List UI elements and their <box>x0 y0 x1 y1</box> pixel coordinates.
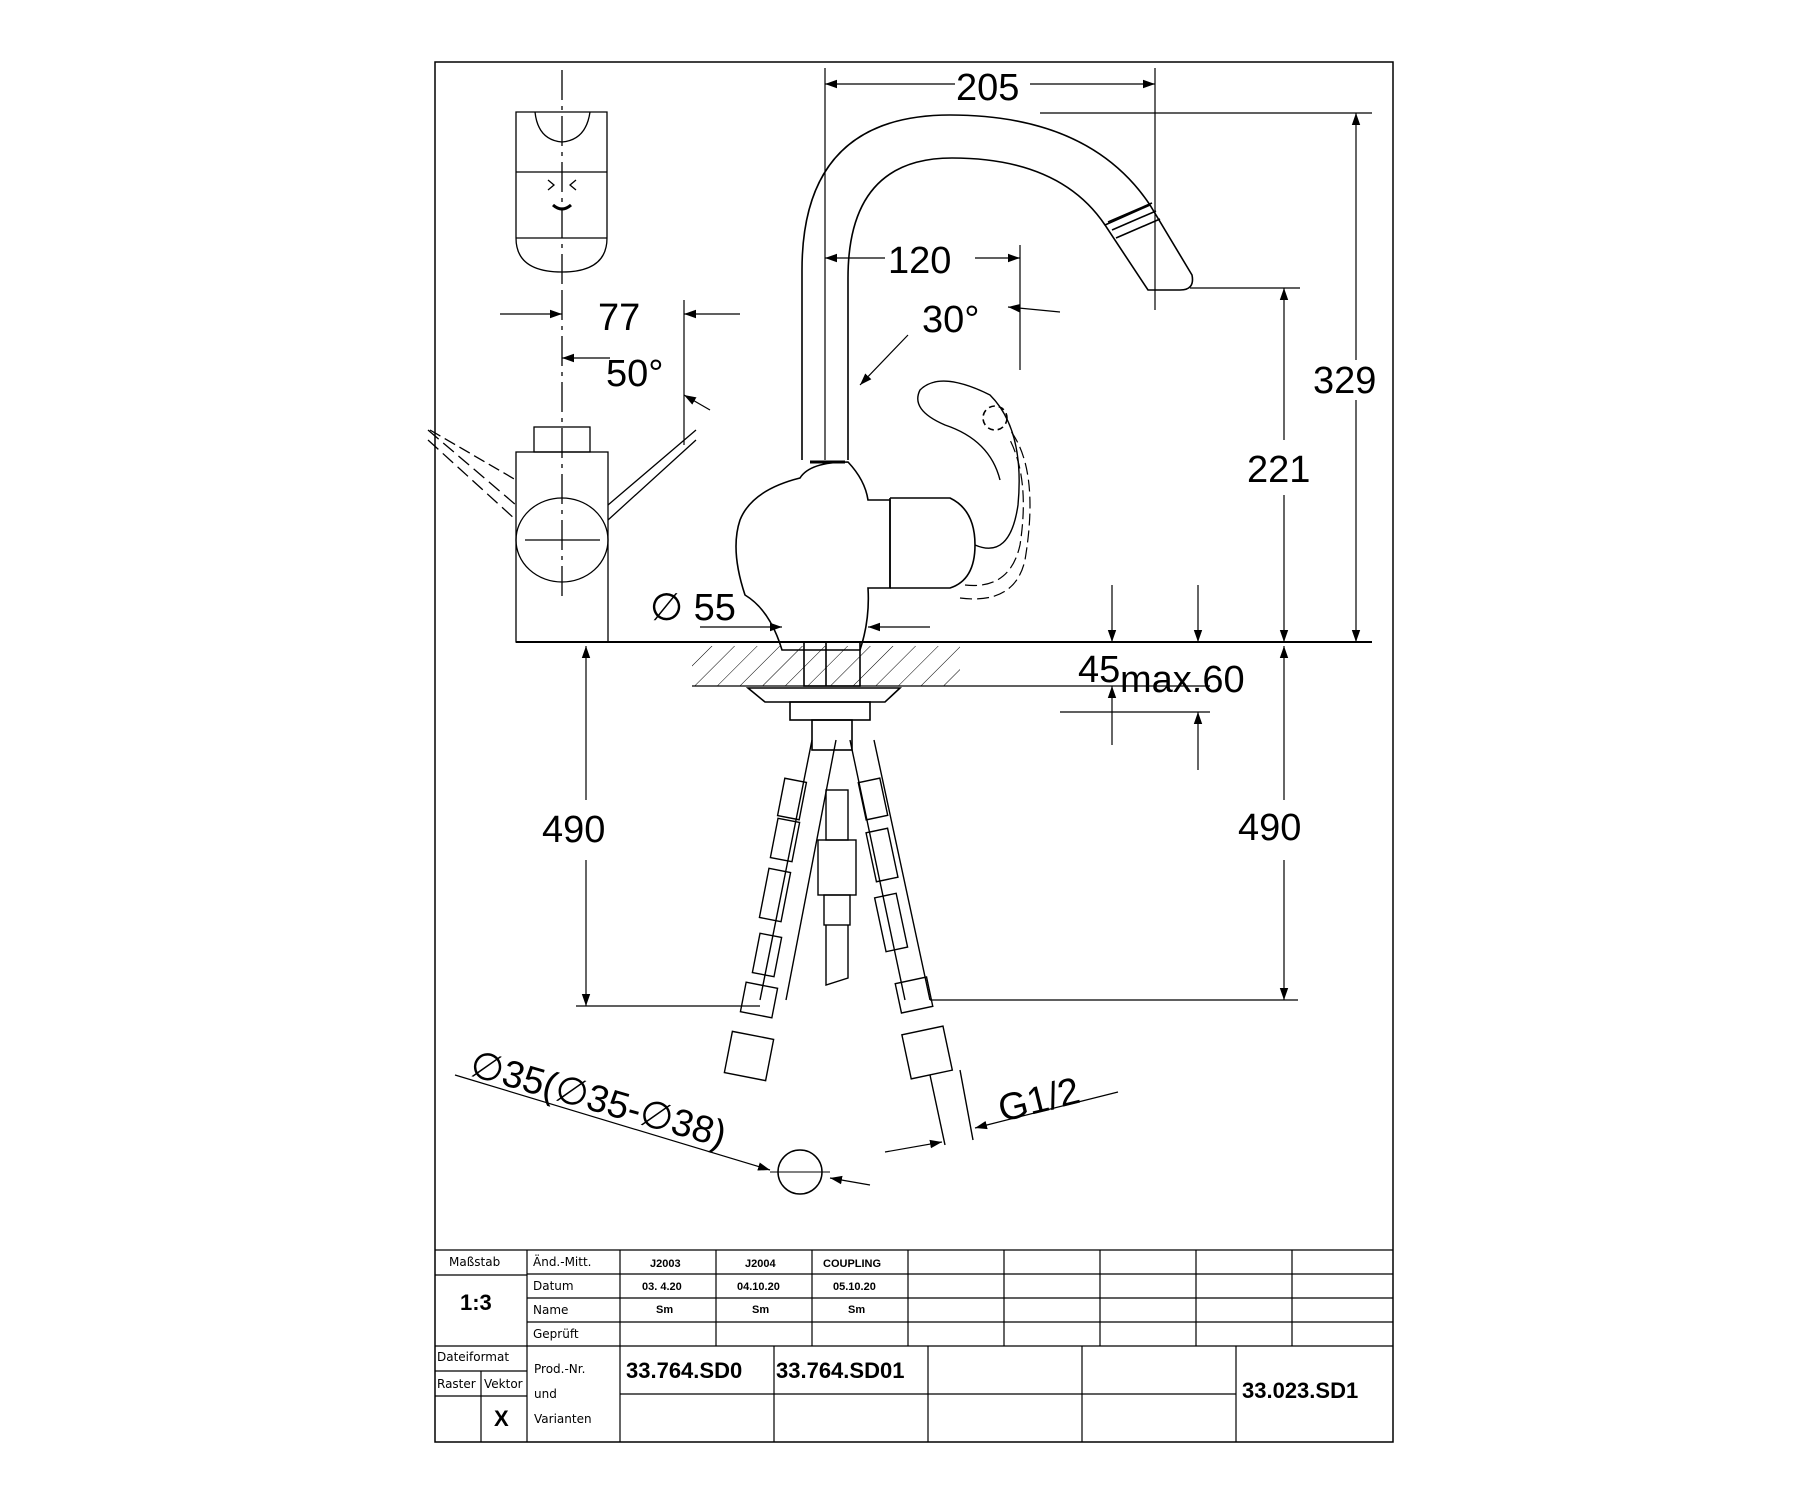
prod-label-1: Prod.-Nr. <box>534 1362 585 1376</box>
dim-handle-angle: 50° <box>606 353 663 395</box>
checked-label: Geprüft <box>533 1327 579 1341</box>
dim-lever-angle: 30° <box>922 299 979 341</box>
vector-label: Vektor <box>484 1377 523 1391</box>
format-mark: X <box>494 1406 509 1431</box>
revision-1-code: J2003 <box>650 1258 681 1270</box>
dim-lever-reach: 120 <box>888 240 951 282</box>
dim-outlet-height: 221 <box>1247 449 1310 491</box>
drawing-frame <box>434 61 1394 1443</box>
countertop-section <box>692 646 960 686</box>
revision-1-name: Sm <box>656 1304 673 1316</box>
revision-1-date: 03. 4.20 <box>642 1281 682 1293</box>
handle-side-view <box>427 70 697 643</box>
dim-hose-length-right: 490 <box>1238 807 1301 849</box>
prod-label-2: und <box>534 1387 557 1401</box>
prod-label-3: Varianten <box>534 1412 592 1426</box>
revision-3-name: Sm <box>848 1304 865 1316</box>
revision-2-code: J2004 <box>745 1258 776 1270</box>
dimension-lines <box>454 68 1372 1186</box>
revision-2-date: 04.10.20 <box>737 1281 780 1293</box>
title-block <box>435 1249 1393 1442</box>
dim-total-height: 329 <box>1313 360 1376 402</box>
date-label: Datum <box>533 1279 574 1293</box>
name-label: Name <box>533 1303 568 1317</box>
revision-2-name: Sm <box>752 1304 769 1316</box>
revision-3-code: COUPLING <box>823 1258 881 1270</box>
variant-1: 33.764.SD0 <box>626 1358 742 1383</box>
dim-base-diameter: ∅ 55 <box>650 587 736 629</box>
dim-counter-thickness: 45 <box>1078 649 1120 691</box>
file-format-label: Dateiformat <box>437 1350 509 1364</box>
raster-label: Raster <box>437 1377 476 1391</box>
dim-hose-length-left: 490 <box>542 809 605 851</box>
supply-hoses <box>723 739 974 1146</box>
dim-counter-max: max.60 <box>1120 659 1245 701</box>
variant-2: 33.764.SD01 <box>776 1358 904 1383</box>
change-label: Änd.-Mitt. <box>533 1254 592 1269</box>
faucet-body <box>516 114 1372 751</box>
product-number: 33.023.SD1 <box>1242 1378 1358 1403</box>
dim-hole-diameter: ∅35(∅35-∅38) <box>466 1043 731 1156</box>
dim-handle-offset: 77 <box>598 297 640 339</box>
scale-label: Maßstab <box>449 1255 500 1269</box>
dim-thread: G1/2 <box>994 1070 1084 1131</box>
dim-spout-reach: 205 <box>956 67 1019 109</box>
scale-value: 1:3 <box>460 1290 492 1315</box>
revision-3-date: 05.10.20 <box>833 1281 876 1293</box>
